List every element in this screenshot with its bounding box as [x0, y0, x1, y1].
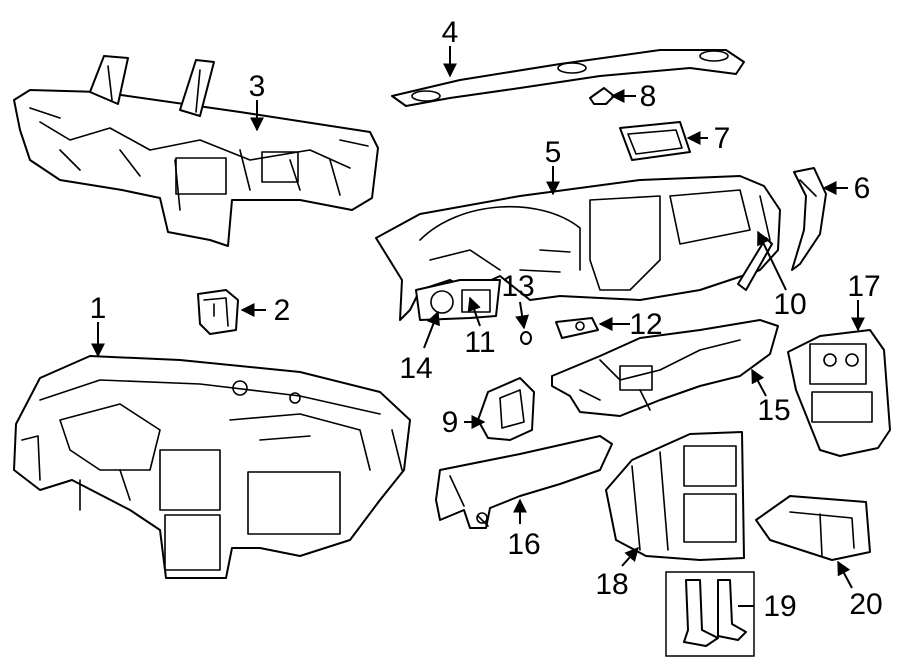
part-18-center-console	[605, 431, 745, 561]
callout-1: 1	[90, 292, 107, 325]
leader-lines	[91, 46, 865, 607]
callout-20: 20	[849, 588, 882, 621]
part-20-bin	[755, 495, 871, 561]
callout-18: 18	[595, 568, 628, 601]
callout-6: 6	[854, 172, 871, 205]
part-7-bezel	[619, 121, 691, 161]
part-1-instrument-panel-structure	[13, 355, 411, 579]
callout-17: 17	[847, 270, 880, 303]
part-4-defroster-cover	[391, 49, 745, 107]
callout-labels: 1 2 3 4 5 6 7 8 9 10 11 12 13 14 15 16 1…	[90, 16, 883, 623]
part-8-clip	[589, 87, 615, 105]
callout-12: 12	[629, 308, 662, 341]
part-15-reinforcement	[551, 319, 779, 417]
part-17-center-bezel	[787, 329, 891, 457]
callout-16: 16	[507, 528, 540, 561]
part-6-end-cap	[791, 167, 827, 271]
callout-19: 19	[763, 590, 796, 623]
part-3-support-frame	[13, 55, 379, 247]
callout-15: 15	[757, 394, 790, 427]
callout-2: 2	[274, 294, 291, 327]
callout-10: 10	[773, 288, 806, 321]
callout-5: 5	[545, 136, 562, 169]
part-10-trim-strip	[737, 237, 773, 291]
callout-9: 9	[442, 406, 459, 439]
part-9-bezel	[477, 377, 535, 441]
callout-13: 13	[501, 270, 534, 303]
part-16-knee-bolster	[435, 435, 613, 529]
part-12-switch	[555, 317, 599, 339]
callout-7: 7	[714, 122, 731, 155]
callout-4: 4	[442, 16, 459, 49]
part-2-bracket	[197, 289, 239, 335]
callout-3: 3	[249, 70, 266, 103]
part-19-box	[665, 571, 755, 657]
callout-8: 8	[640, 80, 657, 113]
part-13-clip	[520, 331, 532, 345]
callout-11: 11	[464, 326, 495, 359]
callout-14: 14	[399, 352, 432, 385]
